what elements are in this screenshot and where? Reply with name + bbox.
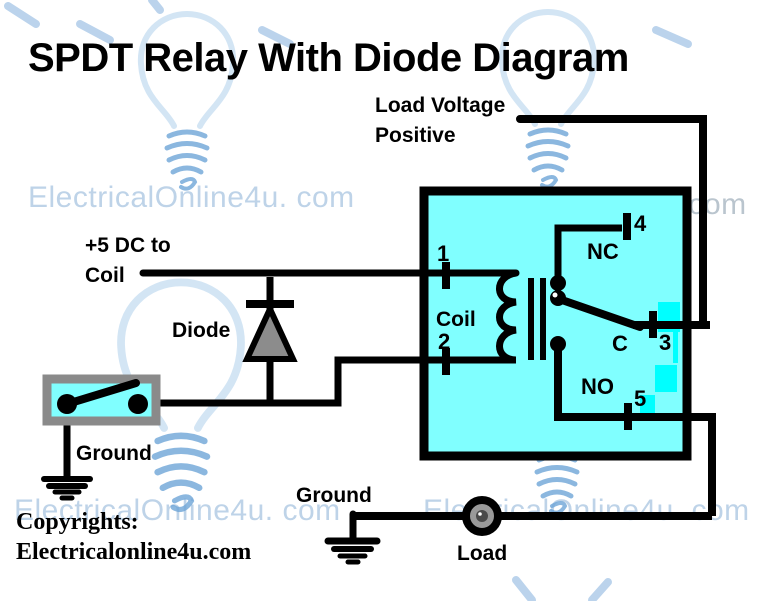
wires [63, 115, 716, 520]
page-title: SPDT Relay With Diode Diagram [28, 36, 629, 80]
nc-label: NC [587, 239, 619, 264]
pivot-highlight [552, 292, 558, 298]
wire-load-voltage-positive [516, 115, 707, 329]
coil-label: Coil [436, 308, 476, 331]
terminal-ticks [442, 213, 657, 430]
bulb-rays-icon [4, 0, 692, 601]
ground-symbol-bottom [324, 510, 381, 565]
ground-left-label: Ground [76, 442, 152, 465]
switch-throw-dot [128, 394, 148, 414]
copyright-line2: Electricalonline4u.com [16, 539, 252, 565]
load-voltage-line2: Positive [375, 124, 456, 147]
switch-lever [63, 379, 140, 408]
nc-contact-dot [550, 275, 566, 291]
load-voltage-line1: Load Voltage [375, 94, 506, 117]
switch-symbol [42, 374, 161, 426]
coil-supply-label: +5 DC to Coil [85, 231, 171, 291]
pin-1-label: 1 [437, 241, 450, 266]
copyright-line1: Copyrights: [16, 509, 139, 535]
common-label: C [612, 331, 628, 356]
coil-supply-line2: Coil [85, 264, 125, 287]
ground-symbol-left [41, 476, 93, 501]
relay-contacts [550, 275, 644, 352]
no-label: NO [581, 374, 614, 399]
pin-3-label: 3 [659, 330, 672, 355]
pivot-contact-dot [550, 290, 566, 306]
ground-bottom-label: Ground [296, 484, 372, 507]
coil-supply-line1: +5 DC to [85, 234, 171, 257]
wire-nc [554, 224, 622, 282]
pin-5-label: 5 [634, 386, 647, 411]
coil-winding [444, 269, 517, 364]
coil-symbol [444, 269, 546, 364]
copyright-text: Copyrights: Electricalonline4u.com [16, 507, 251, 567]
load-label: Load [457, 542, 508, 565]
wire-coil-return [146, 356, 448, 407]
wire-no-to-load [554, 348, 716, 516]
armature-arm [555, 295, 644, 331]
diode-label: Diode [172, 319, 231, 342]
load-symbol [462, 496, 502, 536]
switch-pole-dot [57, 394, 77, 414]
load-center-dot [476, 510, 488, 522]
bulb-watermark-layer [4, 0, 692, 601]
diode-triangle [242, 301, 298, 362]
pin-4-label: 4 [634, 211, 647, 236]
no-contact-dot [550, 336, 566, 352]
diode-symbol [242, 277, 298, 400]
pin-2-label: 2 [438, 329, 451, 354]
load-center-highlight [478, 512, 482, 516]
